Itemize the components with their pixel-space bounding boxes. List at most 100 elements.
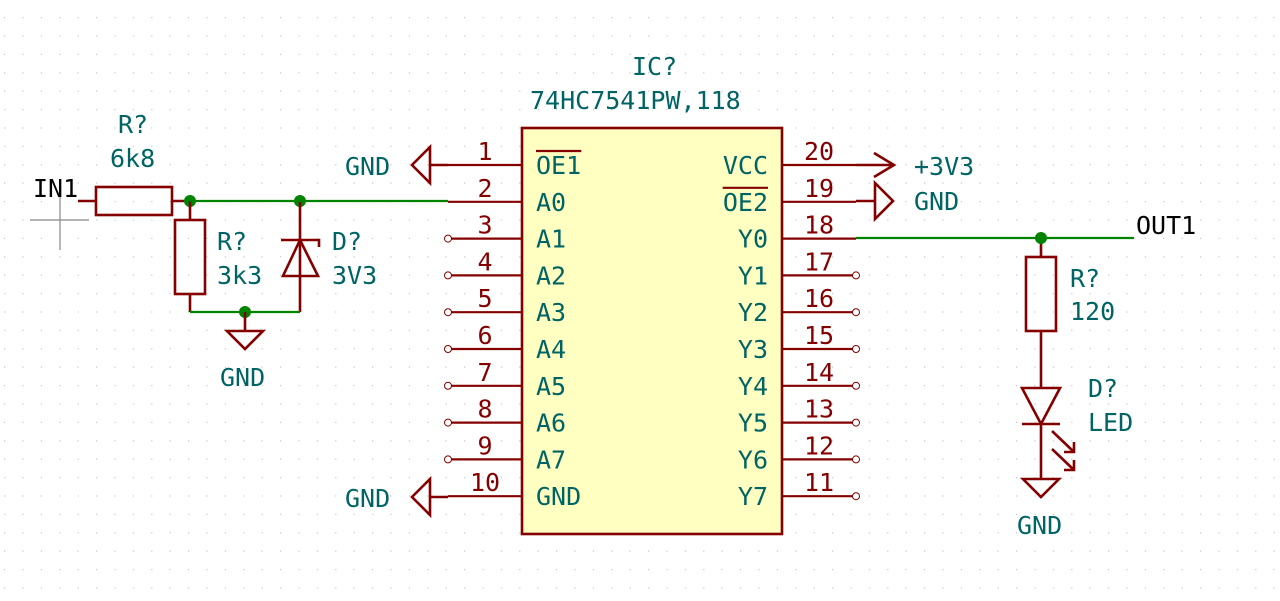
- grid-dot: [40, 311, 42, 313]
- grid-dot: [151, 458, 153, 460]
- grid-dot: [1255, 311, 1257, 313]
- grid-dot: [1181, 90, 1183, 92]
- grid-dot: [77, 109, 79, 111]
- grid-dot: [4, 440, 6, 442]
- grid-dot: [666, 550, 668, 552]
- grid-dot: [169, 477, 171, 479]
- grid-dot: [1273, 35, 1275, 37]
- grid-dot: [1218, 311, 1220, 313]
- grid-dot: [1144, 403, 1146, 405]
- grid-dot: [721, 587, 723, 589]
- grid-dot: [997, 72, 999, 74]
- grid-dot: [1255, 274, 1257, 276]
- grid-dot: [335, 164, 337, 166]
- power-symbol-3v3[interactable]: [856, 151, 897, 179]
- grid-dot: [96, 293, 98, 295]
- grid-dot: [500, 403, 502, 405]
- grid-dot: [77, 513, 79, 515]
- grid-dot: [1144, 329, 1146, 331]
- no-connect-marker: [852, 381, 860, 390]
- grid-dot: [114, 311, 116, 313]
- gnd-symbol-pin19[interactable]: [856, 179, 895, 223]
- grid-dot: [1108, 495, 1110, 497]
- grid-dot: [408, 109, 410, 111]
- grid-dot: [758, 109, 760, 111]
- grid-dot: [997, 35, 999, 37]
- gnd-symbol-pin1[interactable]: [410, 143, 448, 187]
- grid-dot: [22, 53, 24, 55]
- grid-dot: [77, 477, 79, 479]
- grid-dot: [335, 311, 337, 313]
- grid-dot: [372, 219, 374, 221]
- grid-dot: [464, 329, 466, 331]
- grid-dot: [924, 72, 926, 74]
- grid-dot: [942, 90, 944, 92]
- grid-dot: [206, 421, 208, 423]
- grid-dot: [427, 90, 429, 92]
- grid-dot: [887, 293, 889, 295]
- grid-dot: [997, 403, 999, 405]
- grid-dot: [1016, 311, 1018, 313]
- grid-dot: [353, 421, 355, 423]
- grid-dot: [979, 532, 981, 534]
- grid-dot: [1052, 90, 1054, 92]
- gnd-symbol-input[interactable]: [223, 312, 267, 351]
- grid-dot: [77, 458, 79, 460]
- grid-dot: [1144, 127, 1146, 129]
- grid-dot: [4, 421, 6, 423]
- grid-dot: [1273, 348, 1275, 350]
- grid-dot: [519, 366, 521, 368]
- grid-dot: [169, 109, 171, 111]
- grid-dot: [169, 458, 171, 460]
- grid-dot: [1089, 495, 1091, 497]
- resistor-r3[interactable]: [1024, 238, 1058, 388]
- grid-dot: [280, 127, 282, 129]
- grid-dot: [169, 366, 171, 368]
- zener-diode-d1[interactable]: [280, 201, 321, 312]
- grid-dot: [832, 440, 834, 442]
- net-label-out1[interactable]: OUT1: [1136, 211, 1196, 240]
- grid-dot: [280, 274, 282, 276]
- grid-dot: [500, 532, 502, 534]
- net-label-in1[interactable]: IN1: [33, 174, 78, 203]
- grid-dot: [905, 403, 907, 405]
- grid-dot: [1236, 348, 1238, 350]
- grid-dot: [997, 348, 999, 350]
- grid-dot: [942, 109, 944, 111]
- grid-dot: [114, 440, 116, 442]
- grid-dot: [390, 587, 392, 589]
- grid-dot: [316, 477, 318, 479]
- grid-dot: [1108, 311, 1110, 313]
- grid-dot: [1071, 145, 1073, 147]
- grid-dot: [997, 477, 999, 479]
- gnd-symbol-pin10[interactable]: [410, 475, 448, 519]
- resistor-r2[interactable]: [173, 201, 207, 312]
- gnd-symbol-led[interactable]: [1019, 477, 1063, 499]
- grid-dot: [1236, 53, 1238, 55]
- ic-body[interactable]: [520, 126, 784, 536]
- grid-dot: [445, 403, 447, 405]
- grid-dot: [206, 477, 208, 479]
- led-d2[interactable]: [1019, 386, 1076, 478]
